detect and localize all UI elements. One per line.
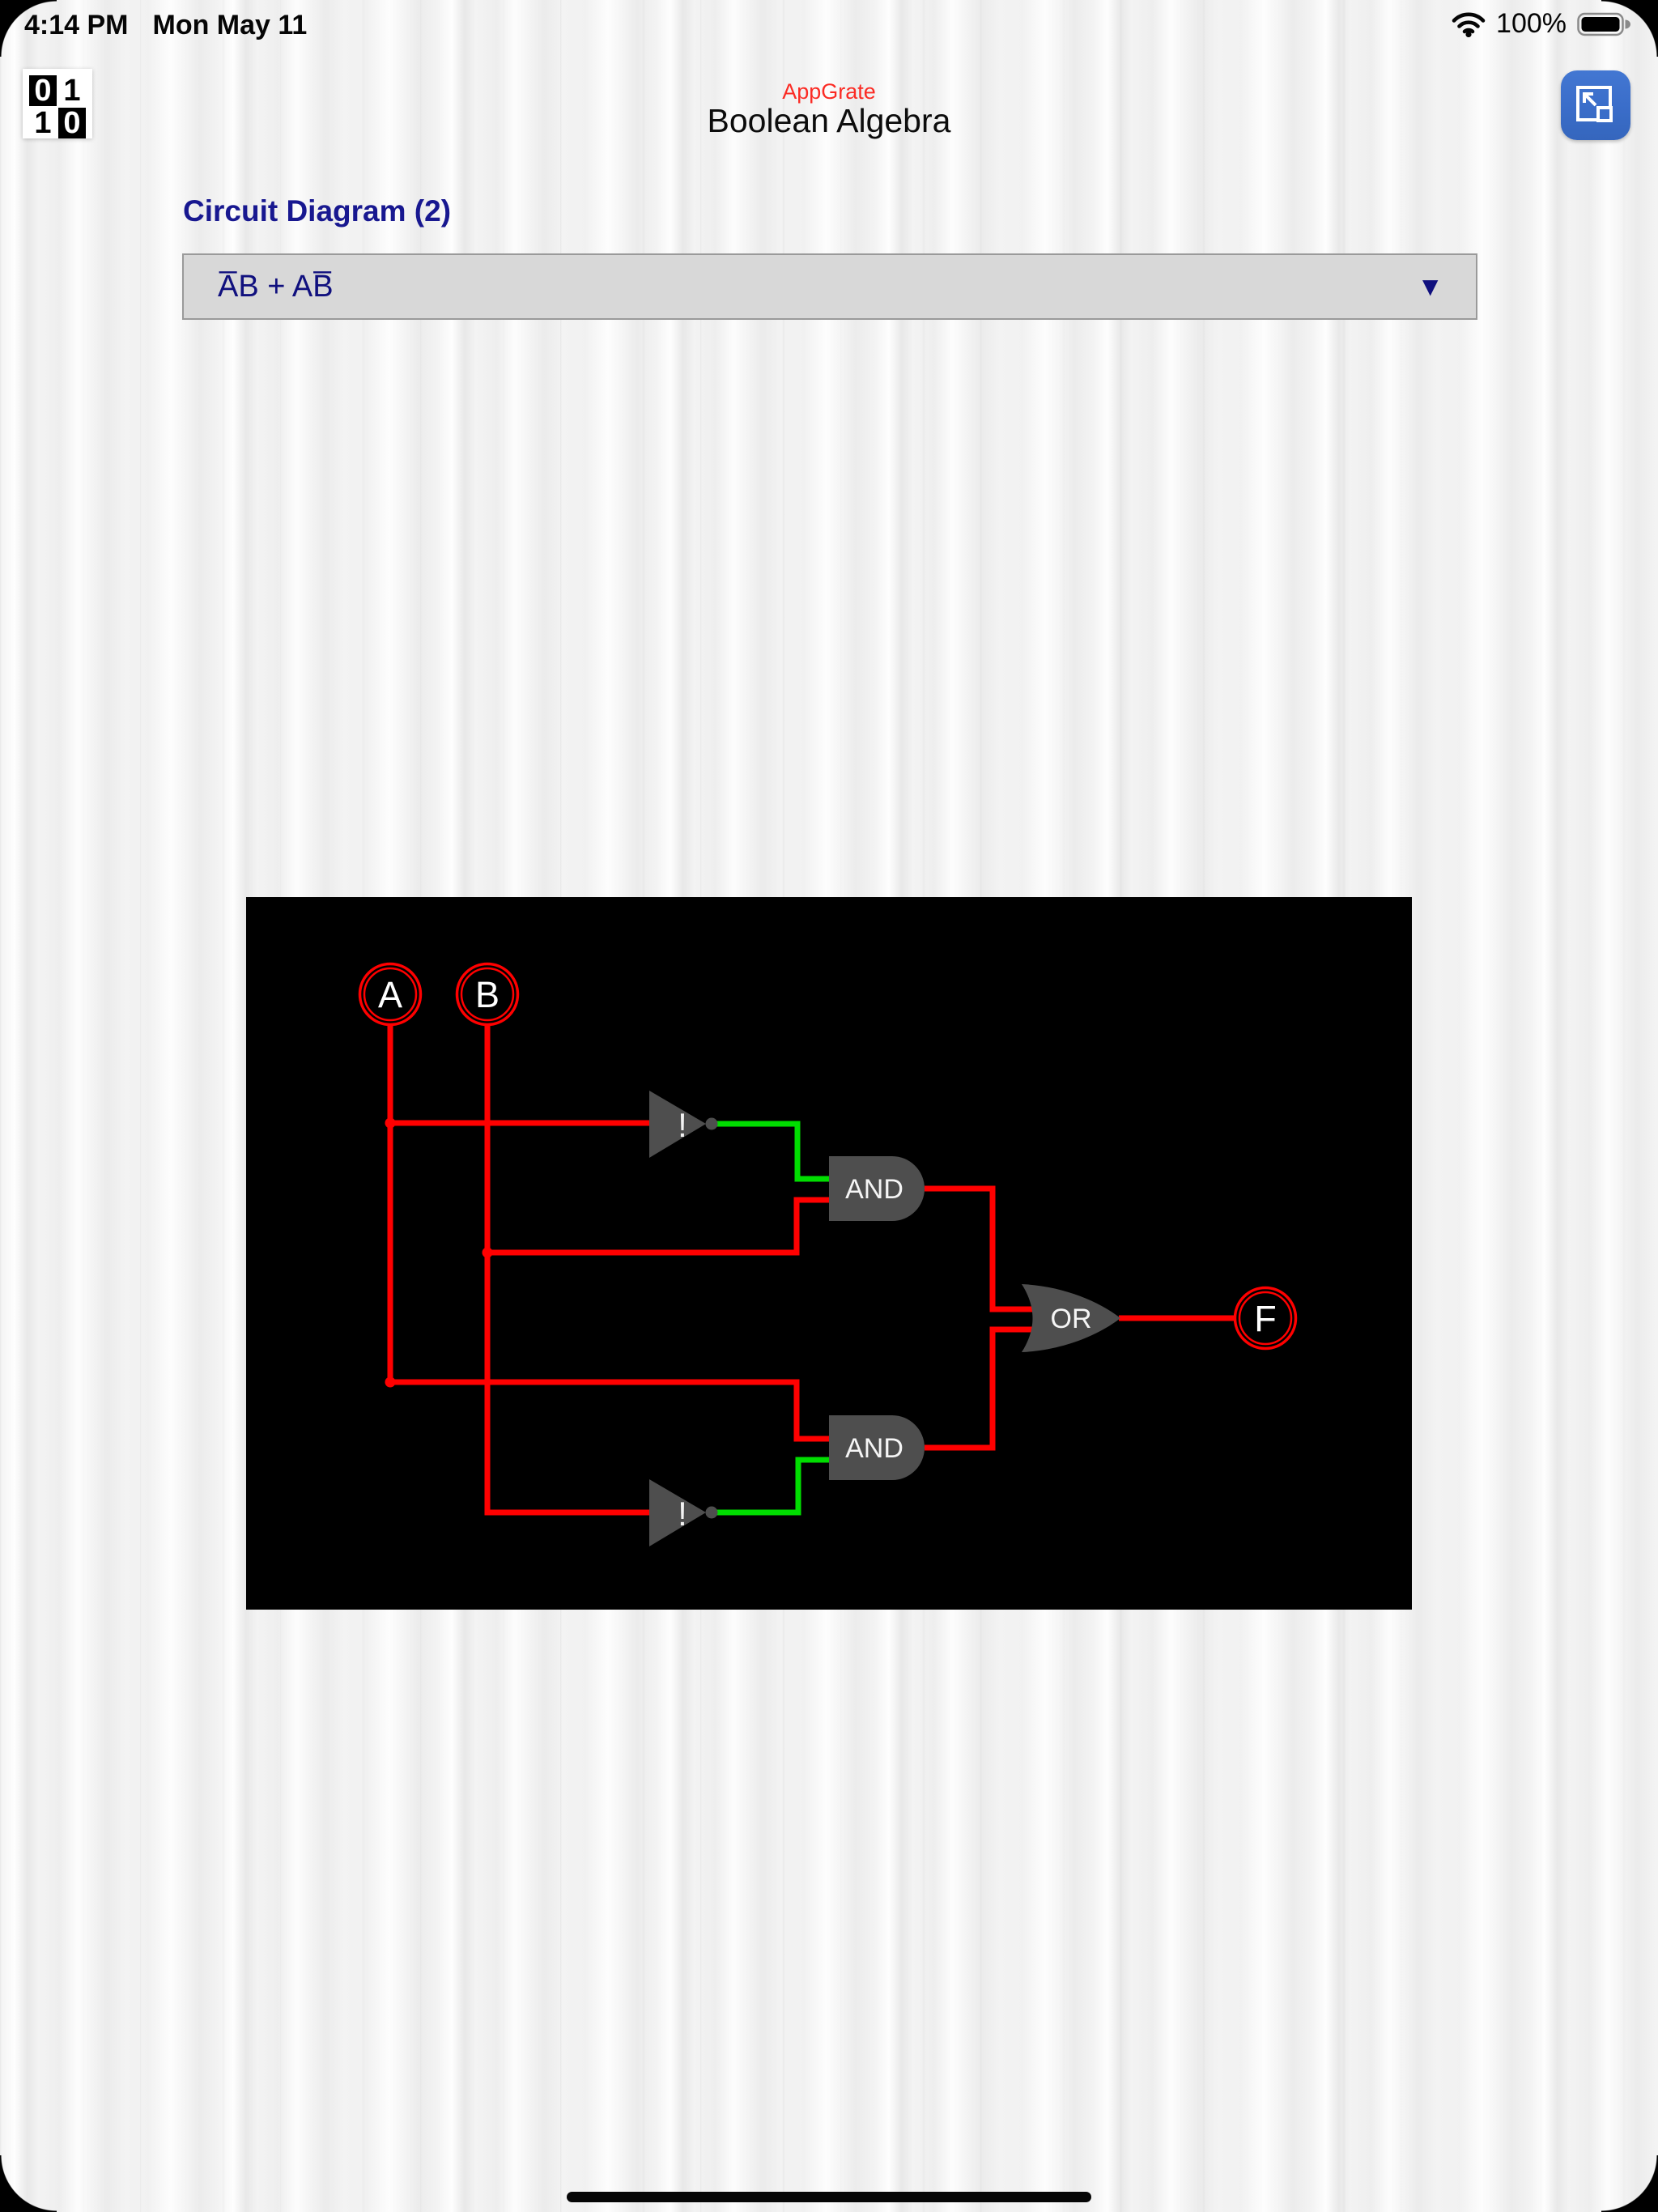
- or-gate: [1022, 1284, 1120, 1352]
- not-gate-2: [649, 1479, 706, 1546]
- not1-bubble-icon: [705, 1117, 718, 1130]
- page-title: Boolean Algebra: [707, 102, 951, 139]
- wire-not2-to-and2: [712, 1457, 829, 1516]
- home-indicator[interactable]: [567, 2192, 1091, 2202]
- expression-dropdown[interactable]: A̅B + AB̅ ▼: [182, 253, 1477, 320]
- logo-cell: 1: [29, 108, 57, 138]
- expression-value: A̅B + AB̅: [218, 269, 334, 304]
- screen-corner: [1601, 2155, 1658, 2212]
- wire-and1-to-or: [925, 1185, 1048, 1312]
- screen-corner: [0, 2155, 57, 2212]
- not2-bubble-icon: [705, 1506, 718, 1519]
- and-gate-1: [829, 1156, 925, 1221]
- expand-icon: [1573, 83, 1618, 128]
- expand-button[interactable]: [1561, 70, 1630, 140]
- not1-label: !: [678, 1106, 687, 1144]
- not2-label: !: [678, 1495, 687, 1533]
- output-f-label: F: [1254, 1298, 1277, 1339]
- wires-low: [387, 1025, 1235, 1516]
- wire-b-to-not2: [484, 1025, 649, 1516]
- logo-cell: 1: [58, 75, 86, 106]
- status-date: Mon May 11: [152, 10, 308, 40]
- logo-cell: 0: [29, 75, 57, 106]
- wire-not1-to-and1: [712, 1121, 829, 1182]
- section-heading: Circuit Diagram (2): [183, 194, 452, 228]
- wire-b-to-and1: [487, 1197, 829, 1256]
- or-label: OR: [1051, 1304, 1092, 1334]
- wires-high: [712, 1121, 829, 1516]
- junction-dots: [385, 1117, 493, 1388]
- logo-cell: 0: [58, 108, 86, 138]
- wire-and2-to-or: [925, 1326, 1048, 1451]
- and1-label: AND: [845, 1174, 903, 1205]
- input-a-node[interactable]: A: [358, 962, 423, 1027]
- status-bar-left: 4:14 PM Mon May 11: [24, 10, 307, 41]
- app-name: AppGrate: [782, 79, 876, 104]
- app-logo: 0 1 1 0: [23, 69, 92, 138]
- output-f-node: F: [1233, 1286, 1298, 1351]
- input-a-label: A: [378, 974, 402, 1015]
- wire-a-to-and2: [390, 1379, 829, 1442]
- gates: [649, 1091, 1120, 1546]
- circuit-canvas: ! ! AND AND OR A B F: [246, 897, 1412, 1610]
- input-b-node[interactable]: B: [455, 962, 520, 1027]
- status-bar-right: 100%: [1452, 8, 1630, 40]
- chevron-down-icon: ▼: [1417, 271, 1443, 301]
- input-b-label: B: [475, 974, 500, 1015]
- and-gate-2: [829, 1415, 925, 1480]
- wifi-icon: [1452, 11, 1486, 37]
- circuit-diagram: ! ! AND AND OR A B F: [358, 962, 1298, 1546]
- battery-percent: 100%: [1496, 8, 1567, 39]
- status-time: 4:14 PM: [24, 10, 129, 40]
- not-gate-1: [649, 1091, 706, 1158]
- and2-label: AND: [845, 1433, 903, 1464]
- battery-icon: [1577, 11, 1630, 37]
